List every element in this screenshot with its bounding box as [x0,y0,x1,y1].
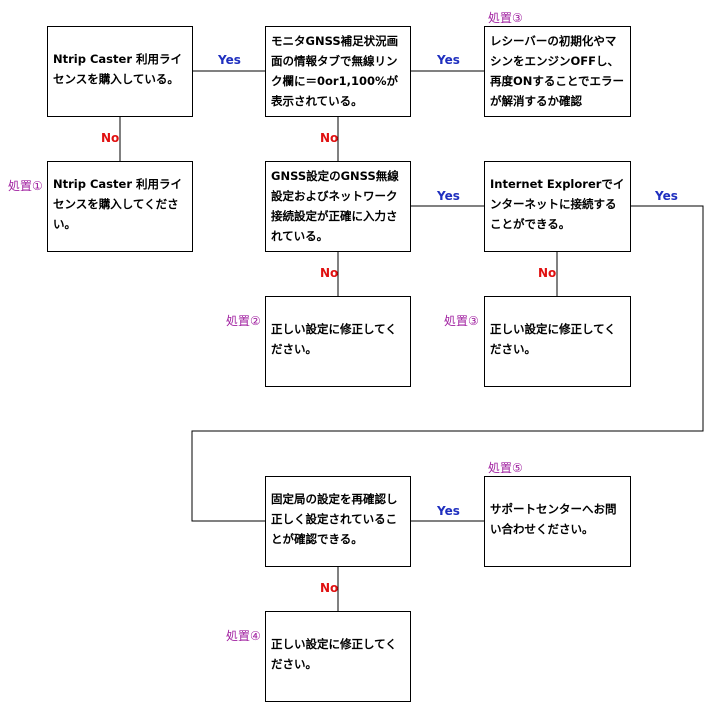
box-monitor-gnss: モニタGNSS補足状況画面の情報タブで無線リンク欄に＝0or1,100%が表示さ… [265,26,411,117]
label-no-gnss: No [320,266,339,280]
label-yes-base: Yes [437,504,460,518]
connector-ie-to-base [191,205,704,522]
label-no-ie: No [538,266,557,280]
box-base-station: 固定局の設定を再確認し正しく設定されていることが確認できる。 [265,476,411,567]
box-support-center: サポートセンターへお問い合わせください。 [484,476,631,567]
label-yes-caster: Yes [218,53,241,67]
tag-action-4: 処置④ [226,629,261,643]
label-no-monitor: No [320,131,339,145]
tag-action-3-bottom: 処置③ [444,314,479,328]
label-yes-gnss: Yes [437,189,460,203]
label-no-caster: No [101,131,120,145]
box-buy-license: Ntrip Caster 利用ライセンスを購入してください。 [47,161,193,252]
box-fix-settings-3: 正しい設定に修正してください。 [484,296,631,387]
tag-action-2: 処置② [226,314,261,328]
label-yes-monitor: Yes [437,53,460,67]
tag-action-1: 処置① [8,179,43,193]
label-no-base: No [320,581,339,595]
tag-action-3-top: 処置③ [488,11,523,25]
box-fix-settings-2: 正しい設定に修正してください。 [265,296,411,387]
box-caster-license: Ntrip Caster 利用ライセンスを購入している。 [47,26,193,117]
tag-action-5: 処置⑤ [488,461,523,475]
box-receiver-reset: レシーバーの初期化やマシンをエンジンOFFし、再度ONすることでエラーが解消する… [484,26,631,117]
box-fix-settings-4: 正しい設定に修正してください。 [265,611,411,702]
box-gnss-settings: GNSS設定のGNSS無線設定およびネットワーク接続設定が正確に入力されている。 [265,161,411,252]
box-internet-explorer: Internet Explorerでインターネットに接続することができる。 [484,161,631,252]
label-yes-ie: Yes [655,189,678,203]
